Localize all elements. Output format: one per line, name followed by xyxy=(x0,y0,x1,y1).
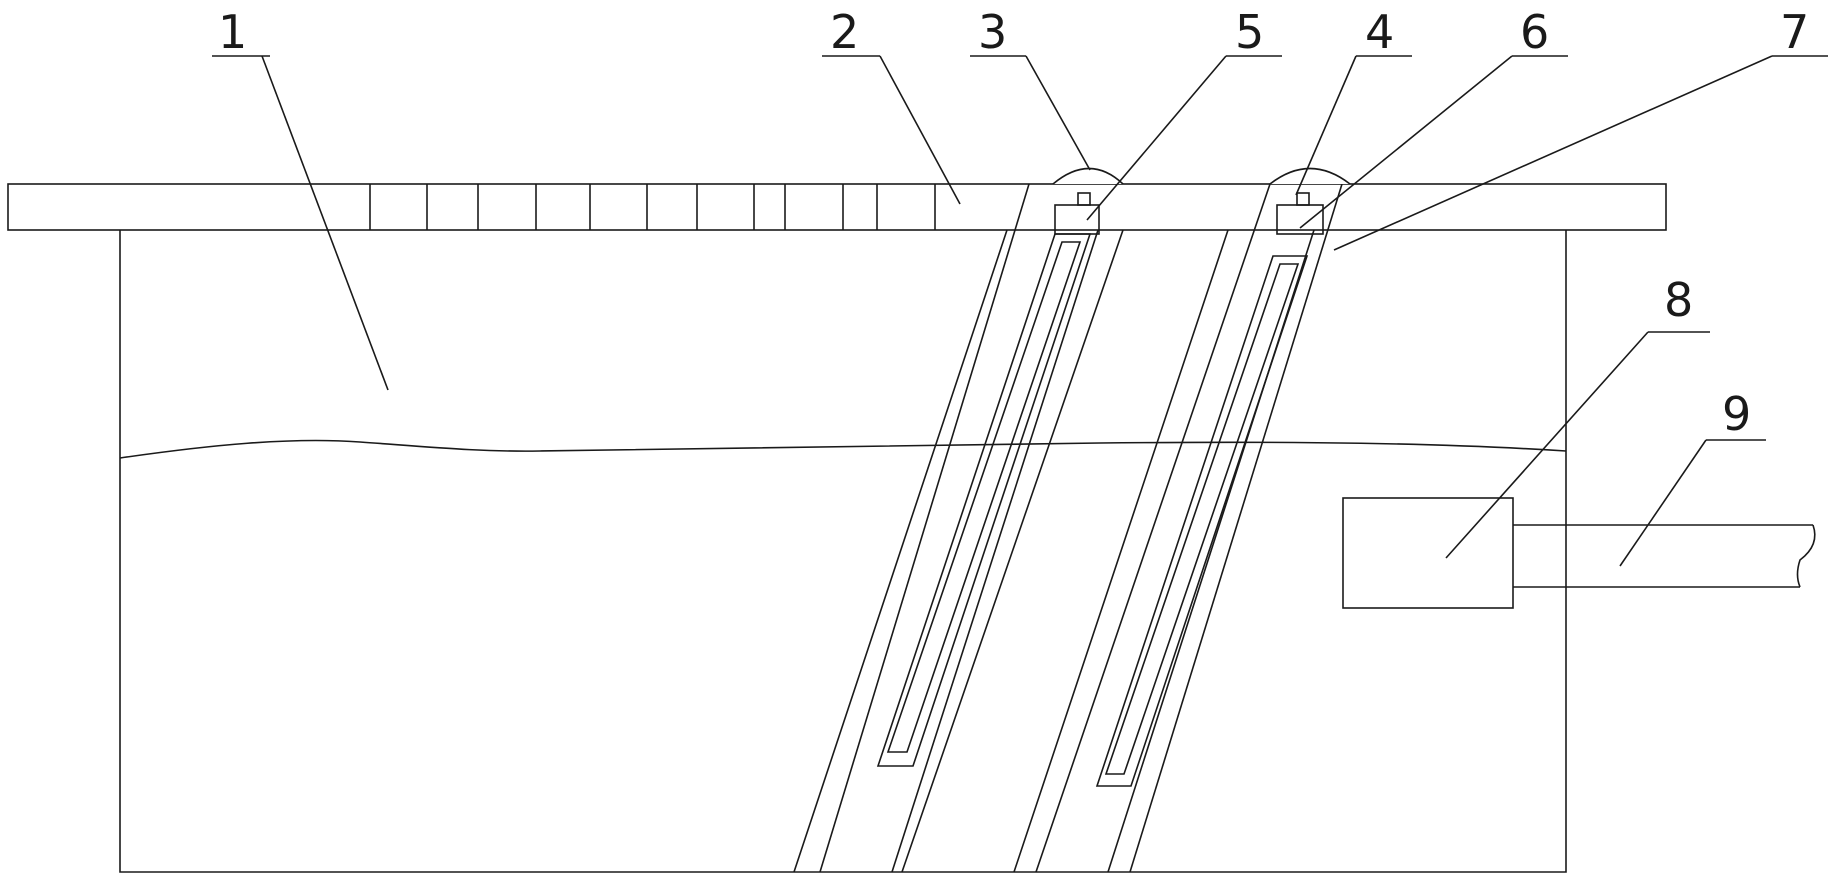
pump-box xyxy=(1342,497,1514,609)
label-5: 5 xyxy=(1235,5,1264,59)
tank-body xyxy=(119,230,1567,873)
leader-lines xyxy=(212,55,1828,567)
outlet-pipe xyxy=(1513,524,1816,588)
cover-plate xyxy=(7,183,1667,231)
label-4: 4 xyxy=(1365,5,1394,59)
plug-a xyxy=(1054,204,1100,235)
plug-stem-a xyxy=(1077,192,1091,206)
plug-stem-b xyxy=(1296,192,1310,206)
label-9: 9 xyxy=(1722,387,1751,441)
label-3: 3 xyxy=(978,5,1007,59)
label-8: 8 xyxy=(1664,273,1693,327)
inclined-tube-b xyxy=(1013,167,1351,873)
cap-dome-a xyxy=(1052,167,1124,185)
label-1: 1 xyxy=(218,5,247,59)
label-2: 2 xyxy=(830,5,859,59)
inclined-tube-a xyxy=(793,167,1124,873)
cap-dome-b xyxy=(1269,167,1351,185)
label-7: 7 xyxy=(1780,5,1809,59)
water-surface xyxy=(119,439,1567,459)
label-6: 6 xyxy=(1520,5,1549,59)
inner-tube-b xyxy=(1095,255,1309,787)
cover-plate-segments xyxy=(369,184,936,230)
